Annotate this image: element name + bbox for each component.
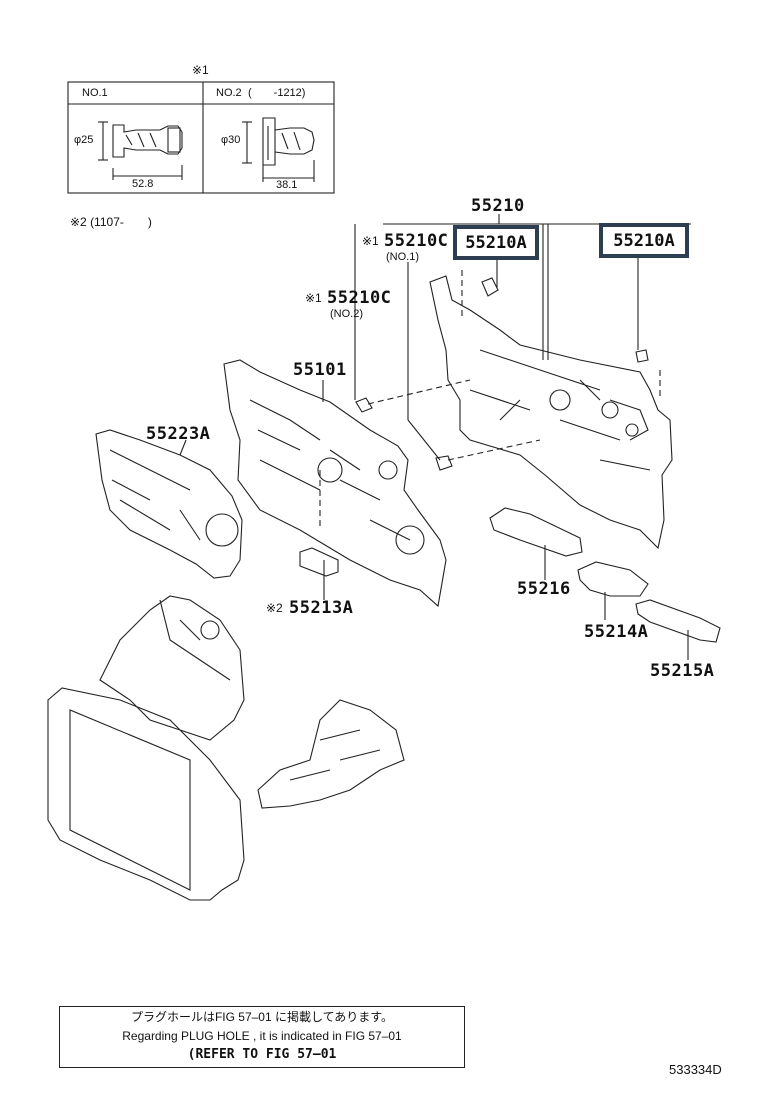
part-55215a-label[interactable]: 55215A [650,661,715,681]
part-55215a-shape [635,599,721,643]
part-55210a-right-label[interactable]: 55210A [613,230,675,251]
part-55210c-no1-marker: ※1 [362,234,379,248]
legend-no1-label: NO.1 [82,87,108,99]
part-55216-shape [489,507,583,557]
clip-no2-drawing [242,117,315,182]
part-55223a-label[interactable]: 55223A [146,424,211,444]
part-55210a-right-highlight[interactable]: 55210A [599,223,689,258]
part-55214a-label[interactable]: 55214A [584,622,649,642]
note-2: ※2 (1107- ) [70,215,152,229]
legend-no2-label: NO.2 [216,87,242,99]
legend-no1-length: 52.8 [132,178,154,190]
part-55210c-no1-label[interactable]: 55210C [384,231,449,251]
dashed-leaders [319,270,661,530]
part-55210c-no2-marker: ※1 [305,291,322,305]
legend-no2-diameter: φ30 [221,134,241,146]
part-55213a-label[interactable]: 55213A [289,598,354,618]
clip-icons [355,277,649,471]
legend-marker: ※1 [192,63,209,77]
side-bracket-shape [257,699,405,809]
pad-55213a-shape [299,547,339,577]
legend-no1-diameter: φ25 [74,134,94,146]
plug-hole-note-box: プラグホールはFIG 57–01 に掲載してあります。 Regarding PL… [59,1006,465,1068]
silencer-55223a-shape [95,429,243,579]
radiator-support-shape [47,687,245,901]
part-55210c-no2-label[interactable]: 55210C [327,288,392,308]
note-line-jp: プラグホールはFIG 57–01 に掲載してあります。 [130,1010,394,1024]
legend-no2-range: ( -1212) [248,87,306,99]
legend-box [67,81,335,194]
part-55210a-left-highlight[interactable]: 55210A [453,225,539,260]
part-55210-label[interactable]: 55210 [471,196,525,216]
legend-no2-length: 38.1 [276,179,298,191]
part-55210a-left-label[interactable]: 55210A [465,232,527,253]
part-55210c-no2-sub: (NO.2) [330,308,363,320]
dash-panel-55101-shape [223,359,447,608]
insulator-55210-shape [429,275,673,550]
part-55214a-shape [577,561,649,597]
part-55101-label[interactable]: 55101 [293,360,347,380]
part-55213a-marker: ※2 [266,601,283,615]
diagram-id: 533334D [669,1062,722,1077]
leader-lines [179,214,691,660]
part-55210c-no1-sub: (NO.1) [386,251,419,263]
note-line-en: Regarding PLUG HOLE , it is indicated in… [122,1029,402,1043]
note-line-refer[interactable]: (REFER TO FIG 57–01 [187,1047,337,1062]
part-55216-label[interactable]: 55216 [517,579,571,599]
clip-no1-drawing [98,121,183,180]
